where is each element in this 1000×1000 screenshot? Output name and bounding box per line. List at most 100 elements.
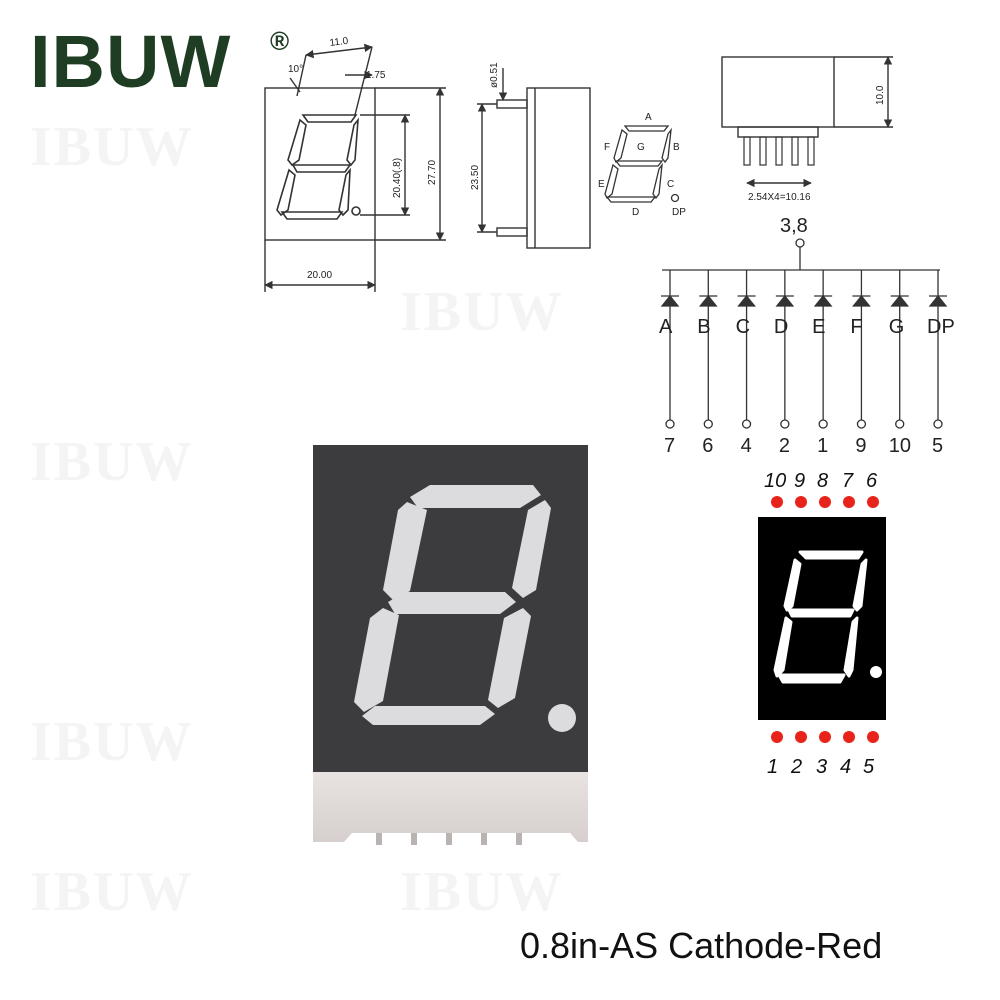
pinout-numbers: 10 9 8 7 6 1 2 3 4 5 — [764, 470, 878, 778]
pinout-digit — [773, 550, 868, 684]
pin-number: 3 — [816, 756, 827, 778]
diode — [660, 270, 680, 429]
segment-label: F — [604, 142, 610, 153]
dim-pitch: 2.54X4=10.16 — [748, 192, 811, 203]
module-pins — [376, 833, 522, 845]
registered-mark: ® — [270, 26, 290, 56]
outline-digit — [276, 114, 361, 220]
dim-dp-offset: 1.75 — [366, 70, 386, 81]
pin-dot — [867, 496, 879, 508]
pin-dot — [819, 496, 831, 508]
side-view-drawing — [477, 68, 591, 249]
pin-dot — [771, 496, 783, 508]
dim-height: 27.70 — [427, 160, 438, 185]
segment-name: A — [659, 316, 673, 338]
diode-array — [660, 270, 948, 429]
pin-label: 10 — [889, 435, 911, 457]
brand-watermark: IBUW — [30, 116, 194, 178]
brand-watermark: IBUW — [30, 711, 194, 773]
dim-digit-height: 20.40(.8) — [392, 158, 403, 198]
led-module-photo — [313, 445, 588, 845]
pin-number: 9 — [794, 470, 805, 492]
pinout-dots — [771, 496, 879, 743]
segment-label: DP — [672, 207, 686, 218]
dim-tilt: 10° — [288, 64, 303, 75]
bottom-view-dimensions: 10.0 2.54X4=10.16 — [748, 85, 886, 203]
outline-rect — [264, 87, 376, 241]
segment-label: E — [598, 179, 605, 190]
pinout-decimal-point — [870, 666, 882, 678]
pin-number: 8 — [817, 470, 828, 492]
pin-label: 1 — [817, 435, 828, 457]
module-base — [313, 770, 588, 842]
segment-name: D — [774, 316, 788, 338]
segment-map-diagram — [604, 125, 680, 203]
segment-label: A — [645, 112, 652, 123]
pin-number: 2 — [790, 756, 802, 778]
brand-watermark: IBUW — [400, 861, 564, 923]
front-view-drawing — [264, 43, 446, 292]
pin-label: 6 — [702, 435, 713, 457]
brand-watermark: IBUW — [400, 281, 564, 343]
diode — [852, 270, 871, 429]
pin-dot — [795, 731, 807, 743]
circuit-pin-labels: A 7 B 6 C 4 D 2 E 1 F 9 G 10 DP 5 — [659, 316, 955, 457]
segment-label: B — [673, 142, 680, 153]
diode — [737, 270, 756, 429]
pin-label: 2 — [779, 435, 790, 457]
segment-name: B — [697, 316, 710, 338]
diode — [928, 270, 948, 429]
segment-name: DP — [927, 316, 955, 338]
segment-name: C — [736, 316, 750, 338]
circuit-labels: 3,8 A 7 B 6 C 4 D 2 E 1 F 9 G 10 DP 5 — [659, 215, 955, 457]
pin-number: 5 — [863, 756, 875, 778]
front-view-dimensions: 10° 11.0 1.75 20.40(.8) 27.70 20.00 — [288, 36, 438, 281]
pin-dot — [819, 731, 831, 743]
pinout-illustration — [758, 496, 886, 743]
pin-number: 6 — [866, 470, 878, 492]
dim-bottom-height: 10.0 — [875, 85, 886, 105]
pin-label: 4 — [741, 435, 752, 457]
pin-dot — [771, 731, 783, 743]
dim-width: 20.00 — [307, 270, 332, 281]
dim-side-height: 23.50 — [470, 165, 481, 190]
brand-watermark: IBUW — [30, 861, 194, 923]
pin-number: 4 — [840, 756, 851, 778]
segment-label: D — [632, 207, 639, 218]
pin-label: 9 — [855, 435, 866, 457]
pin-number: 7 — [842, 470, 854, 492]
pinout-body — [758, 517, 886, 720]
common-pins-label: 3,8 — [780, 215, 808, 237]
pin-label: 7 — [664, 435, 675, 457]
pin-dot — [795, 496, 807, 508]
diode — [890, 270, 910, 429]
pin-number: 10 — [764, 470, 786, 492]
product-caption: 0.8in-AS Cathode-Red — [520, 925, 883, 966]
brand-logo-text: IBUW — [30, 20, 232, 103]
dim-lead-diameter: ø0.51 — [489, 62, 500, 88]
dim-segment-width: 11.0 — [329, 36, 349, 49]
segment-map-labels: A B C D E F G DP — [598, 112, 686, 218]
pin-dot — [843, 496, 855, 508]
pin-dot — [843, 731, 855, 743]
segment-name: G — [889, 316, 905, 338]
brand-logo: IBUW ® — [30, 20, 289, 103]
side-view-dimensions: 23.50 ø0.51 — [470, 62, 500, 190]
decimal-point — [548, 704, 576, 732]
segment-name: F — [850, 316, 862, 338]
diode — [813, 270, 833, 429]
pin-dot — [867, 731, 879, 743]
diode — [698, 270, 718, 429]
circuit-diagram — [660, 238, 948, 429]
brand-watermark: IBUW — [30, 431, 194, 493]
segment-name: E — [812, 316, 825, 338]
bottom-view-drawing — [721, 56, 893, 188]
pin-number: 1 — [767, 756, 778, 778]
diode — [775, 270, 795, 429]
segment-label: C — [667, 179, 674, 190]
segment-label: G — [637, 142, 645, 153]
pin-label: 5 — [932, 435, 943, 457]
module-digit — [354, 485, 576, 732]
